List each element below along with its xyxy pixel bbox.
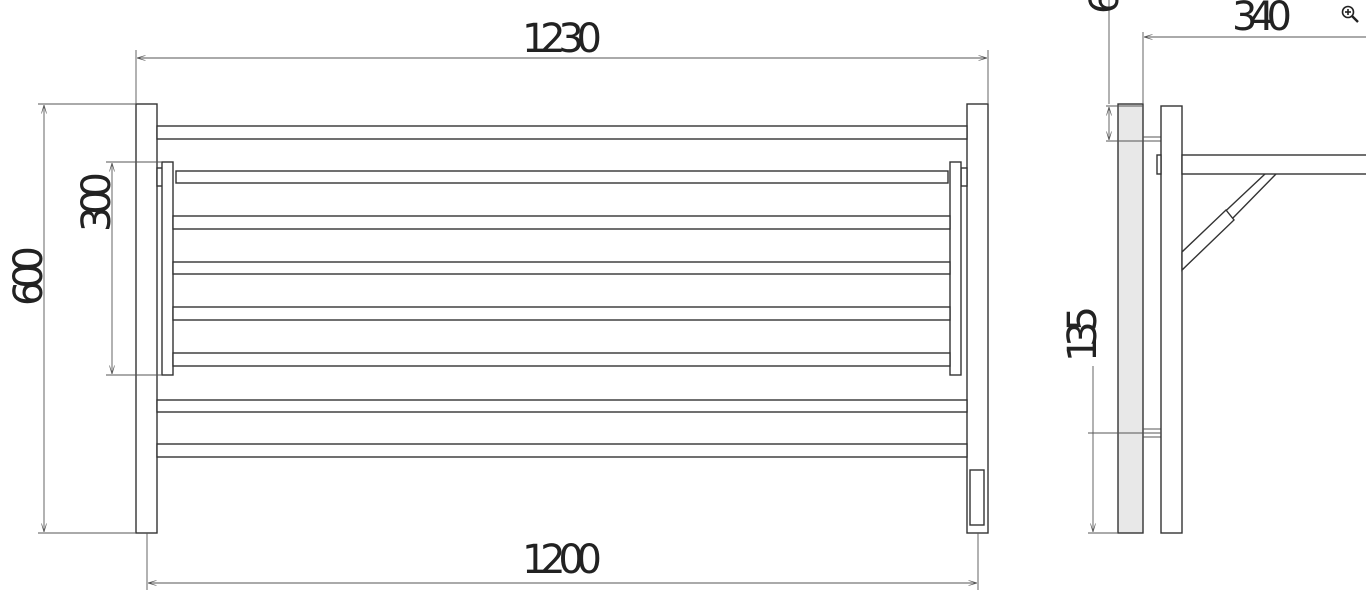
dimension-depth: 340: [1142, 0, 1366, 104]
left-shelf-bracket: [161, 161, 174, 376]
dimension-overall-width: 1230: [135, 16, 989, 104]
side-view: [1117, 103, 1366, 534]
dimension-bottom-offset: 135: [1060, 306, 1161, 534]
dimension-label: 340: [1232, 0, 1292, 40]
heating-element-box: [969, 469, 985, 526]
shelf-rail: [172, 215, 951, 230]
shelf-arm: [1181, 154, 1366, 175]
dimension-label: 300: [74, 172, 120, 232]
zoom-in-icon[interactable]: [1340, 4, 1362, 26]
gas-strut-brace: [1181, 173, 1277, 272]
side-mount-block: [1156, 154, 1162, 175]
dimension-label: 600: [6, 246, 52, 306]
dimension-label: 1230: [522, 16, 602, 62]
top-rail: [156, 125, 968, 140]
shelf-rail: [172, 352, 951, 367]
dimension-top-offset: 60: [1082, 0, 1143, 142]
right-shelf-hinge: [960, 167, 968, 187]
dimension-label: 1200: [522, 537, 602, 583]
dimension-shelf-height: 300: [74, 161, 162, 376]
lower-rail-1: [156, 399, 968, 413]
right-post: [966, 103, 989, 534]
dimension-label: 135: [1060, 306, 1106, 362]
left-post: [135, 103, 158, 534]
dimension-rail-width: 1200: [146, 533, 979, 590]
side-post: [1160, 105, 1183, 534]
wall-plate: [1117, 103, 1144, 534]
shelf-rail: [172, 261, 951, 275]
right-shelf-bracket: [949, 161, 962, 376]
dimension-overall-height: 600: [6, 103, 136, 534]
lower-rail-2: [156, 443, 968, 458]
dimension-label: 60: [1082, 0, 1128, 14]
shelf-rail: [172, 306, 951, 321]
front-view: [135, 103, 989, 534]
shelf-front-bar: [175, 170, 949, 184]
